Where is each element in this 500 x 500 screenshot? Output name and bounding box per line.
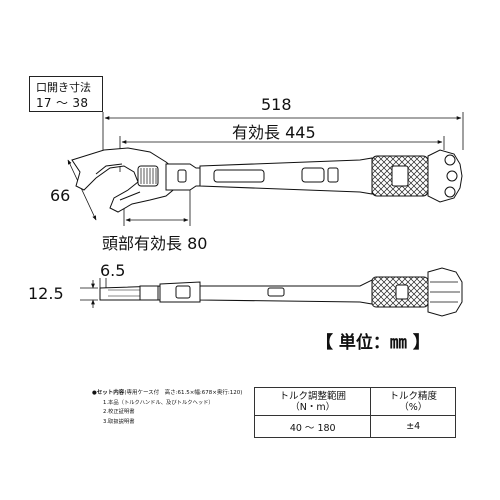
wrench-jaw-head [71, 147, 179, 213]
wrench-shaft [199, 157, 373, 195]
spec-value-row: 40 ～ 180 ±4 [253, 415, 456, 438]
head-height-dimension [67, 159, 97, 221]
overall-length-label: 518 [261, 95, 292, 114]
effective-length-label: 有効長 445 [232, 123, 316, 142]
head-thickness-label: 12.5 [28, 284, 64, 303]
head-height-label: 66 [50, 186, 71, 205]
head-thickness-dimension [80, 280, 98, 308]
wrench-side-view [99, 267, 463, 317]
torque-range-value: 40 ～ 180 [253, 415, 372, 438]
jaw-thickness-label: 6.5 [100, 261, 126, 280]
torque-accuracy-header: トルク精度（%） [370, 387, 456, 416]
overall-length-dimension [102, 112, 464, 150]
head-effective-length-label: 頭部有効長 80 [102, 234, 208, 253]
torque-range-header: トルク調整範囲（N・m） [253, 387, 372, 416]
jaw-opening-box: 口開き寸法 17 ～ 38 [29, 76, 103, 112]
set-contents-item: 1.本品（トルクハンドル、及びトルクヘッド） [103, 399, 214, 406]
jaw-opening-range: 17 ～ 38 [36, 96, 89, 110]
torque-accuracy-value: ±4 [370, 415, 456, 438]
set-contents: ●セット内容(専用ケース付 高さ:61.5×幅:678×奥行:120) 1.本品… [92, 389, 252, 427]
set-contents-item: 2.校正証明書 [103, 409, 135, 415]
torque-spec-table: トルク調整範囲（N・m） トルク精度（%） 40 ～ 180 ±4 [253, 387, 456, 438]
set-contents-item: 3.取扱説明書 [103, 418, 135, 425]
set-contents-heading: ●セット内容(専用ケース付 高さ:61.5×幅:678×奥行:120) [92, 390, 243, 396]
side-shaft [199, 279, 373, 305]
unit-label: 【 単位：㎜ 】 [316, 333, 430, 353]
wrench-top-view [71, 147, 463, 213]
jaw-opening-label: 口開き寸法 [36, 81, 91, 94]
spec-header-row: トルク調整範囲（N・m） トルク精度（%） [253, 387, 456, 416]
